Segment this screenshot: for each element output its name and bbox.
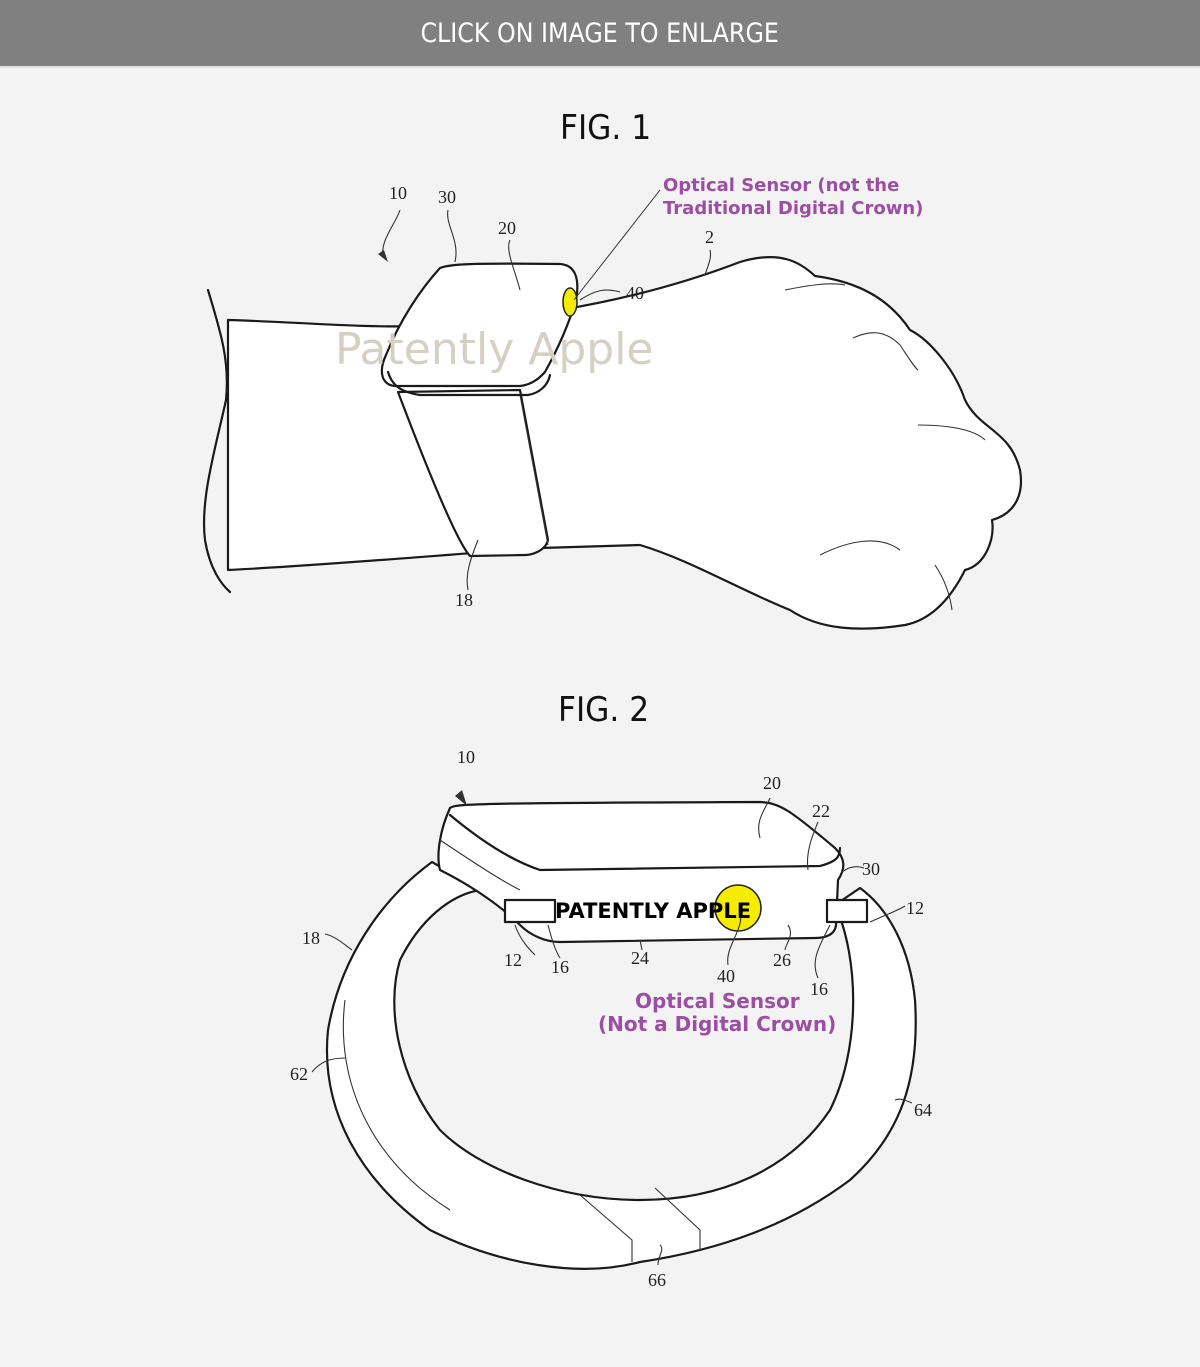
fig1-optical-sensor-icon: [562, 287, 578, 317]
fig1-watermark: Patently Apple: [335, 324, 653, 375]
fig2-ref-12b: 12: [906, 898, 924, 918]
fig2-watermark: PATENTLY APPLE: [555, 899, 751, 923]
fig2-ref-66: 66: [648, 1270, 666, 1290]
fig1-ref-40: 40: [626, 283, 644, 303]
fig2-ref-40: 40: [717, 966, 735, 986]
fig1-callout-line1: Optical Sensor (not the: [663, 175, 899, 196]
fig1-title: FIG. 1: [559, 108, 652, 148]
fig1-callout-line2: Traditional Digital Crown): [663, 198, 923, 219]
fig1-ref-10: 10: [389, 183, 407, 203]
fig2-callout-line1: Optical Sensor: [635, 989, 800, 1013]
enlarge-image-banner[interactable]: CLICK ON IMAGE TO ENLARGE: [0, 0, 1200, 68]
fig2-ref-20: 20: [763, 773, 781, 793]
fig2-ref-16a: 16: [551, 957, 569, 977]
fig2-ref-12a: 12: [504, 950, 522, 970]
fig2-ref-62: 62: [290, 1064, 308, 1084]
fig2-ref-26: 26: [773, 950, 791, 970]
fig2-arrow-icon: [455, 790, 467, 806]
enlarge-label: CLICK ON IMAGE TO ENLARGE: [420, 17, 780, 49]
fig1-ref-30: 30: [438, 187, 456, 207]
fig2-ref-18: 18: [302, 928, 320, 948]
fig1-drawing: [202, 189, 1023, 630]
fig2-title: FIG. 2: [557, 690, 650, 730]
fig1-arrow-icon: [378, 250, 388, 262]
fig2-ref-16b: 16: [810, 979, 828, 999]
fig2-ref-24: 24: [631, 948, 649, 968]
fig1-ref-18: 18: [455, 590, 473, 610]
fig1-ref-20: 20: [498, 218, 516, 238]
fig2-ref-64: 64: [914, 1100, 932, 1120]
fig2-ref-30: 30: [862, 859, 880, 879]
fig2-callout-line2: (Not a Digital Crown): [598, 1012, 836, 1036]
fig1-ref-2: 2: [705, 227, 714, 247]
fig2-drawing: [311, 790, 917, 1270]
fig2-ref-22: 22: [812, 801, 830, 821]
fig2-ref-10: 10: [457, 747, 475, 767]
